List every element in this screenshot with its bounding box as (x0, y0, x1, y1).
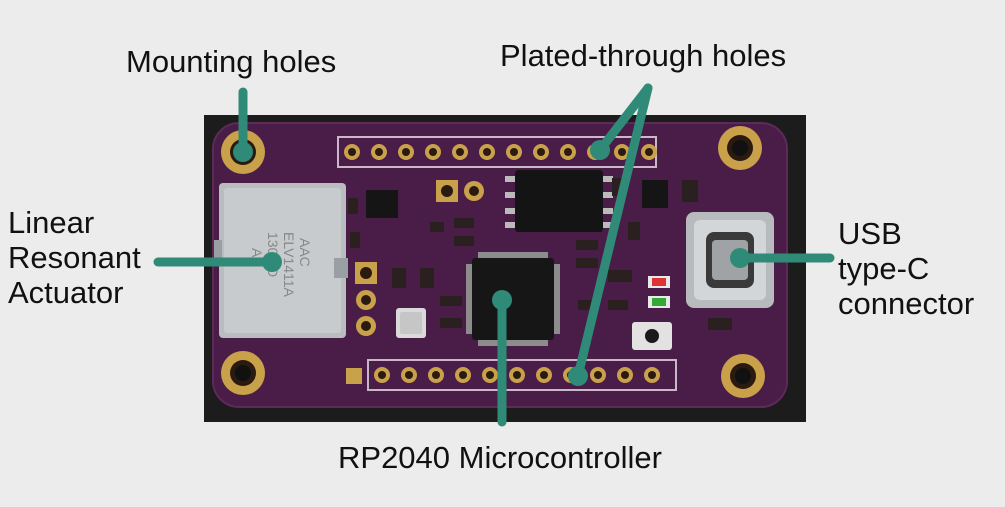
callout-lines (153, 83, 835, 427)
lra-marking-4: A (249, 248, 265, 258)
small-ic-right (642, 180, 668, 208)
header-pin-hole (594, 371, 602, 379)
lra-label-line2: Resonant (8, 240, 141, 275)
header-pin-hole (483, 148, 491, 156)
header-pin-hole (456, 148, 464, 156)
small-ic-left (366, 190, 398, 218)
callout-dots (233, 140, 750, 386)
usb-label-line2: type-C (838, 251, 930, 286)
header-pin-hole (537, 148, 545, 156)
header-pin-hole (621, 371, 629, 379)
flash-chip (505, 170, 613, 232)
microcontroller-text: RP2040 Microcontroller (338, 440, 662, 475)
bottom-header-outline (367, 359, 677, 391)
mounting-holes-text: Mounting holes (126, 44, 337, 79)
solder-pads-left (346, 180, 484, 384)
mounting-holes-label: Mounting holes (126, 44, 336, 79)
header-pin-hole (564, 148, 572, 156)
header-pin-hole (459, 371, 467, 379)
plated-through-holes-text: Plated-through holes (500, 38, 787, 73)
header-pin-hole (486, 371, 494, 379)
mounting-hole-br (721, 354, 765, 398)
header-pin-hole (645, 148, 653, 156)
usb-label-line1: USB (838, 216, 902, 251)
lra-label-line1: Linear (8, 205, 95, 240)
usb-c-connector (686, 212, 774, 308)
lra-label-line3: Actuator (8, 275, 124, 310)
plated-through-holes-label: Plated-through holes (500, 38, 786, 73)
usb-label-line3: connector (838, 286, 975, 321)
rp2040-chip (466, 252, 560, 346)
mounting-hole-tr (718, 126, 762, 170)
linear-resonant-actuator-label: Linear Resonant Actuator (8, 205, 141, 310)
status-leds (648, 276, 670, 308)
crystal (396, 308, 426, 338)
linear-resonant-actuator: AAC ELV1411A 1308 D A (214, 183, 348, 338)
lra-marking-1: AAC (297, 238, 313, 267)
header-pin-hole (405, 371, 413, 379)
microcontroller-label: RP2040 Microcontroller (338, 440, 662, 475)
header-pin-hole (540, 371, 548, 379)
lra-marking-2: ELV1411A (281, 232, 297, 298)
passive-components (348, 178, 732, 330)
header-pin-hole (402, 148, 410, 156)
header-pin-hole (618, 148, 626, 156)
mounting-hole-bl (221, 351, 265, 395)
callout-pth-top (595, 83, 653, 155)
header-pin-hole (510, 148, 518, 156)
usb-connector-label: USB type-C connector (838, 216, 974, 321)
reset-button-part (632, 322, 672, 350)
header-pin-hole (432, 371, 440, 379)
header-pin-hole (648, 371, 656, 379)
header-pin-hole (375, 148, 383, 156)
header-pin-hole (378, 371, 386, 379)
callout-pth-bottom (573, 83, 653, 381)
header-pin-hole (348, 148, 356, 156)
header-pin-hole (429, 148, 437, 156)
header-pin-hole (513, 371, 521, 379)
